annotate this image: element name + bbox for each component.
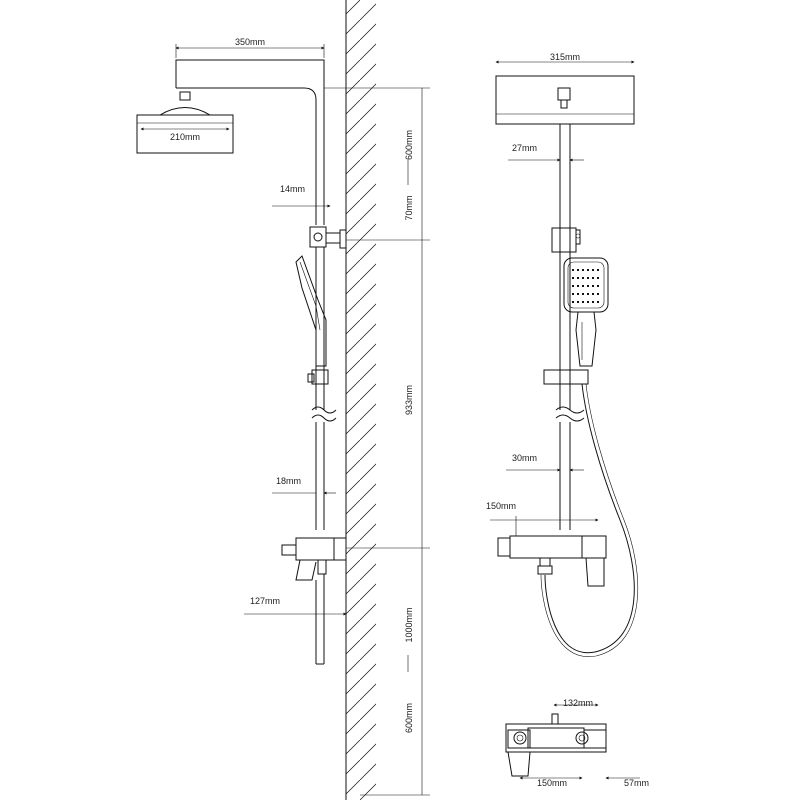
dim-arm-label: 350mm — [235, 37, 265, 47]
dim-depth-label: 57mm — [624, 778, 649, 788]
hand-shower-side — [295, 255, 329, 385]
dim-top-label: 600mm — [404, 130, 414, 160]
wall-bracket — [309, 226, 347, 249]
front-view: 315mm 27mm — [486, 52, 639, 657]
bottom-view: 132mm 150mm 57mm — [505, 698, 649, 788]
bracket-front — [551, 227, 581, 253]
dim-wall-offset-label: 14mm — [280, 184, 305, 194]
dim-inlet-spacing-label: 150mm — [537, 778, 567, 788]
vertical-dimension-chain — [324, 87, 430, 796]
dim-rail-front-label: 30mm — [512, 453, 537, 463]
dim-head-front-label: 315mm — [550, 52, 580, 62]
dim-inlet-height-label: 1000mm — [404, 607, 414, 642]
dim-head-side: 210mm — [170, 132, 200, 142]
mixer-front: 150mm — [486, 501, 607, 587]
dim-arm: 350mm — [175, 37, 325, 58]
mixer-side — [281, 537, 347, 665]
dim-rail-offset-label: 18mm — [276, 476, 301, 486]
dim-mixer-offset-label: 127mm — [250, 596, 280, 606]
dim-bottom-label: 600mm — [404, 703, 414, 733]
dim-wall-offset: 14mm — [272, 184, 331, 208]
holder-front — [543, 369, 589, 385]
hose — [540, 383, 639, 657]
dim-mixer-body-label: 132mm — [563, 698, 593, 708]
dim-pipe-label: 27mm — [512, 143, 537, 153]
slide-rail — [311, 247, 337, 530]
dim-rail-offset: 18mm — [272, 476, 336, 495]
shower-arm — [175, 59, 325, 225]
dim-mixer-front-label: 150mm — [486, 501, 516, 511]
pipe-front: 27mm — [508, 124, 585, 530]
wall — [345, 0, 376, 800]
dim-bracket-label: 70mm — [404, 195, 414, 220]
shower-head-front: 315mm — [495, 52, 635, 125]
hand-shower-front — [563, 257, 609, 367]
nozzle-grid — [572, 269, 600, 303]
dim-rail-height-label: 933mm — [404, 385, 414, 415]
side-view: 210mm 350mm 14mm — [136, 37, 430, 796]
dim-rail-front: 30mm — [506, 453, 584, 472]
dim-mixer-offset: 127mm — [244, 596, 347, 616]
shower-head: 210mm — [136, 91, 234, 154]
